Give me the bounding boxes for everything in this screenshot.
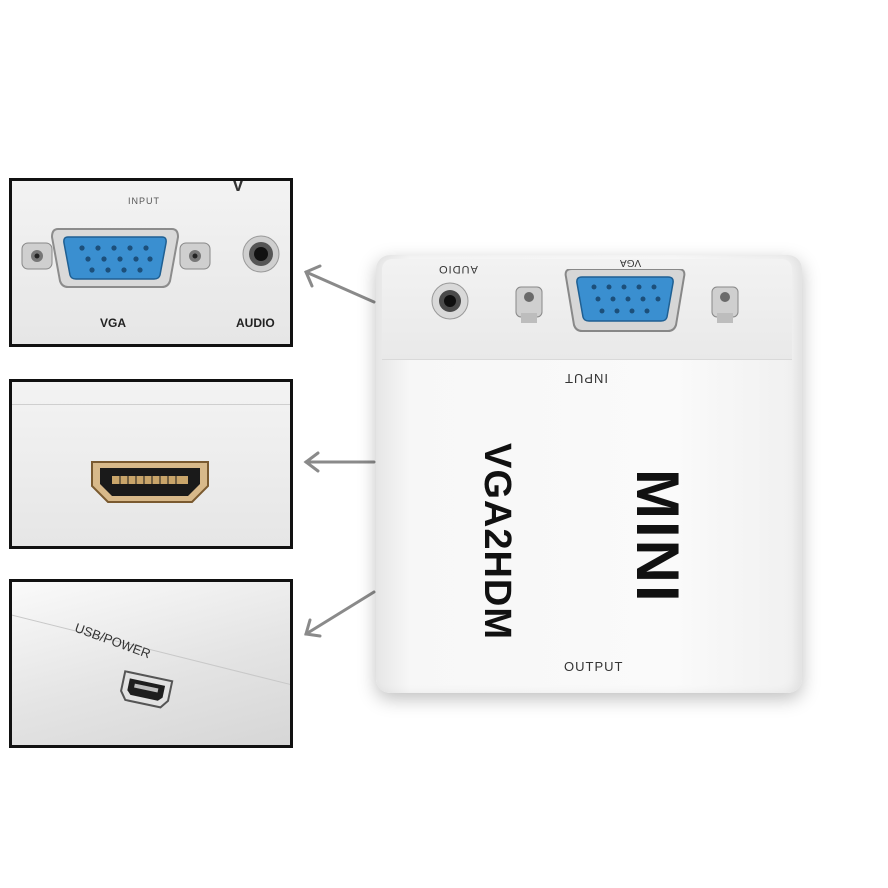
usb-power-detail-panel: USB/POWER bbox=[9, 579, 293, 748]
vga-to-hdmi-converter: AUDIO VGA INPUT VGA2HDM MINI OUTPUT bbox=[376, 255, 802, 693]
hdmi-detail-panel bbox=[9, 379, 293, 549]
vga-audio-detail-panel: INPUT V VGA AUDIO bbox=[9, 178, 293, 347]
device-model-label: VGA2HDM bbox=[476, 443, 518, 641]
vga-port-icon bbox=[21, 228, 280, 288]
edge-letter: V bbox=[232, 178, 245, 195]
device-output-label: OUTPUT bbox=[564, 659, 624, 674]
input-label: INPUT bbox=[128, 196, 160, 206]
usb-port-icon bbox=[120, 670, 174, 709]
device-ports-icon bbox=[431, 269, 739, 332]
device-mini-label: MINI bbox=[624, 469, 691, 604]
vga-label: VGA bbox=[100, 316, 127, 330]
hdmi-port-icon bbox=[91, 461, 209, 503]
audio-label: AUDIO bbox=[236, 316, 275, 330]
device-input-label: INPUT bbox=[564, 371, 608, 386]
device-vga-label: VGA bbox=[620, 257, 642, 268]
